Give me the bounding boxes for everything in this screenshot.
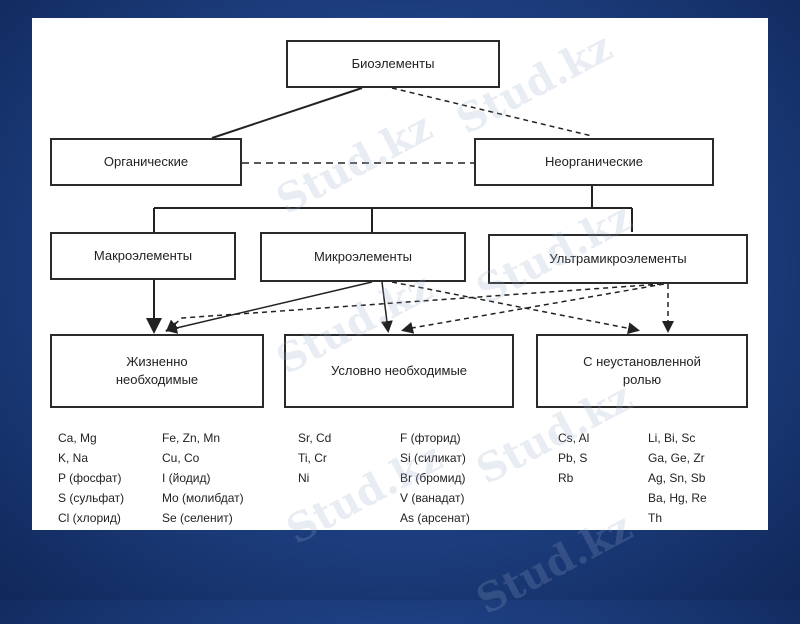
box-conditional: Условно необходимые: [284, 334, 514, 408]
box-vital: Жизненно необходимые: [50, 334, 264, 408]
element-column: Sr, Cd Ti, Cr Ni: [298, 428, 331, 488]
box-label: Жизненно необходимые: [115, 354, 199, 387]
element-entry: Ga, Ge, Zr: [648, 451, 705, 465]
box-label: Условно необходимые: [330, 363, 468, 379]
element-entry: As (арсенат): [400, 511, 470, 525]
element-entry: Cl (хлорид): [58, 511, 121, 525]
element-entry: Ca, Mg: [58, 431, 97, 445]
element-entry: Th: [648, 511, 663, 525]
arrow-micro-unknown: [391, 281, 640, 335]
box-label: Неорганические: [545, 154, 643, 170]
element-entry: Br (бромид): [400, 471, 466, 485]
element-entry: Sr, Cd: [298, 431, 332, 445]
element-entry: Ti, Cr: [298, 451, 327, 465]
box-label: Микроэлементы: [313, 249, 413, 265]
box-label: Органические: [103, 154, 189, 170]
element-entry: Cu, Co: [162, 451, 200, 465]
box-label: С неустановленной ролью: [583, 354, 701, 387]
arrow-ultra-conditional: [401, 283, 665, 334]
element-entry: S (сульфат): [58, 491, 125, 505]
box-ultramicroelements: Ультрамикроэлементы: [488, 234, 748, 284]
arrow-micro-conditional: [380, 281, 393, 333]
box-microelements: Микроэлементы: [260, 232, 466, 282]
element-entry: Pb, S: [558, 451, 588, 465]
element-entry: Rb: [558, 471, 574, 485]
box-label: Ультрамикроэлементы: [549, 251, 687, 267]
box-unknown-role: С неустановленной ролью: [536, 334, 748, 408]
diagram-sheet: Биоэлементы Органические Неорганические …: [32, 18, 768, 530]
element-entry: Cs, Al: [558, 431, 590, 445]
element-column: F (фторид) Si (силикат) Br (бромид) V (в…: [400, 428, 470, 528]
element-entry: Si (силикат): [400, 451, 466, 465]
element-entry: P (фосфат): [58, 471, 122, 485]
line-root-inorganic: [391, 87, 593, 137]
element-entry: F (фторид): [400, 431, 461, 445]
box-organic: Органические: [50, 138, 242, 186]
element-entry: K, Na: [58, 451, 89, 465]
connector-lines: [146, 87, 674, 335]
element-entry: Li, Bi, Sc: [648, 431, 696, 445]
element-entry: Ni: [298, 471, 310, 485]
element-entry: Mo (молибдат): [162, 491, 244, 505]
element-entry: V (ванадат): [400, 491, 465, 505]
element-column: Li, Bi, Sc Ga, Ge, Zr Ag, Sn, Sb Ba, Hg,…: [648, 428, 707, 528]
box-label: Биоэлементы: [351, 56, 435, 72]
element-entry: I (йодид): [162, 471, 211, 485]
element-entry: Ag, Sn, Sb: [648, 471, 706, 485]
element-entry: Se (селенит): [162, 511, 233, 525]
box-macroelements: Макроэлементы: [50, 232, 236, 280]
element-column: Ca, Mg K, Na P (фосфат) S (сульфат) Cl (…: [58, 428, 124, 528]
element-entry: Ba, Hg, Re: [648, 491, 707, 505]
box-inorganic: Неорганические: [474, 138, 714, 186]
element-column: Cs, Al Pb, S Rb: [558, 428, 589, 488]
box-label: Макроэлементы: [93, 248, 193, 264]
line-root-organic: [211, 87, 363, 139]
arrow-ultra-vital: [165, 283, 663, 332]
arrow-micro-vital: [165, 281, 373, 334]
element-entry: Fe, Zn, Mn: [162, 431, 221, 445]
box-bioelements: Биоэлементы: [286, 40, 500, 88]
element-column: Fe, Zn, Mn Cu, Co I (йодид) Mo (молибдат…: [162, 428, 244, 528]
